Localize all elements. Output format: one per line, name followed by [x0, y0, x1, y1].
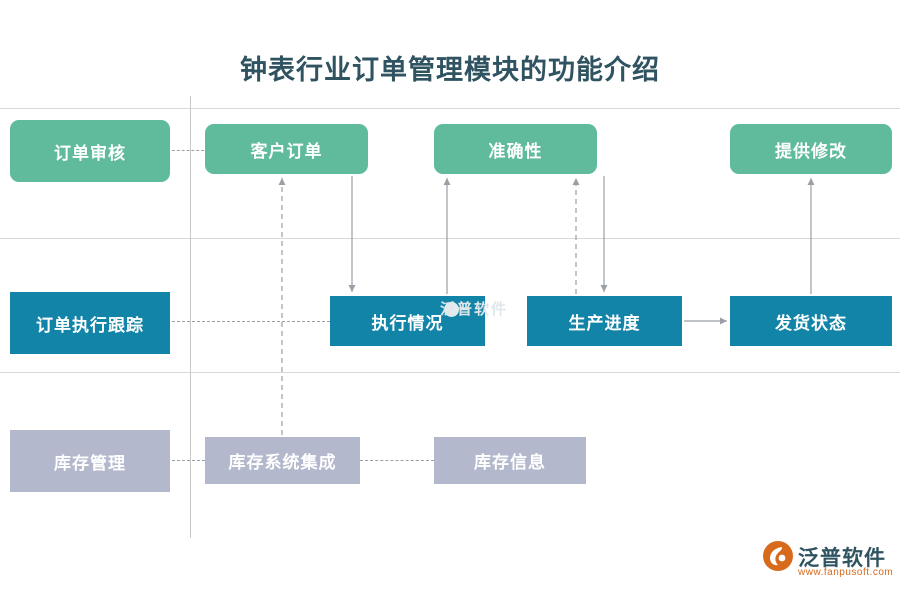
node-label: 提供修改	[775, 141, 847, 161]
divider-top	[0, 108, 900, 109]
dashed-connector-row3-b	[360, 460, 434, 461]
node-customer-order[interactable]: 客户订单	[205, 124, 368, 174]
row-label-order-review[interactable]: 订单审核	[10, 120, 170, 182]
row-label-text: 订单执行跟踪	[36, 315, 144, 335]
node-label: 客户订单	[250, 141, 323, 161]
row-label-text: 库存管理	[54, 453, 126, 473]
node-provide-modification[interactable]: 提供修改	[730, 124, 892, 174]
logo-url: www.fanpusoft.com	[798, 567, 894, 578]
node-accuracy[interactable]: 准确性	[434, 124, 597, 174]
node-inventory-information[interactable]: 库存信息	[434, 437, 586, 484]
node-label: 发货状态	[775, 313, 847, 333]
page-title: 钟表行业订单管理模块的功能介绍	[240, 55, 660, 85]
watermark-mark	[444, 302, 459, 317]
node-shipping-status[interactable]: 发货状态	[730, 296, 892, 346]
row-label-text: 订单审核	[54, 143, 126, 163]
node-label: 生产进度	[568, 313, 641, 333]
node-label: 库存信息	[474, 453, 546, 472]
logo-icon	[763, 541, 793, 571]
dashed-connector-row2	[172, 321, 330, 322]
brand-logo: 泛普软件 www.fanpusoft.com	[762, 540, 894, 586]
node-label: 执行情况	[371, 313, 444, 333]
node-production-progress[interactable]: 生产进度	[527, 296, 682, 346]
logo-name: 泛普软件	[798, 547, 886, 570]
row-label-order-execution-tracking[interactable]: 订单执行跟踪	[10, 292, 170, 354]
dashed-connector-row1	[172, 150, 204, 151]
node-inventory-system-integration[interactable]: 库存系统集成	[205, 437, 360, 484]
dashed-connector-row3	[172, 460, 205, 461]
row-label-inventory-management[interactable]: 库存管理	[10, 430, 170, 492]
node-execution-status[interactable]: 执行情况	[330, 296, 485, 346]
watermark-text: 泛普软件	[440, 301, 509, 318]
divider-bottom	[0, 372, 900, 373]
node-label: 准确性	[488, 141, 543, 161]
axis-vertical-line	[190, 96, 191, 538]
divider-middle	[0, 238, 900, 239]
node-label: 库存系统集成	[228, 453, 337, 472]
